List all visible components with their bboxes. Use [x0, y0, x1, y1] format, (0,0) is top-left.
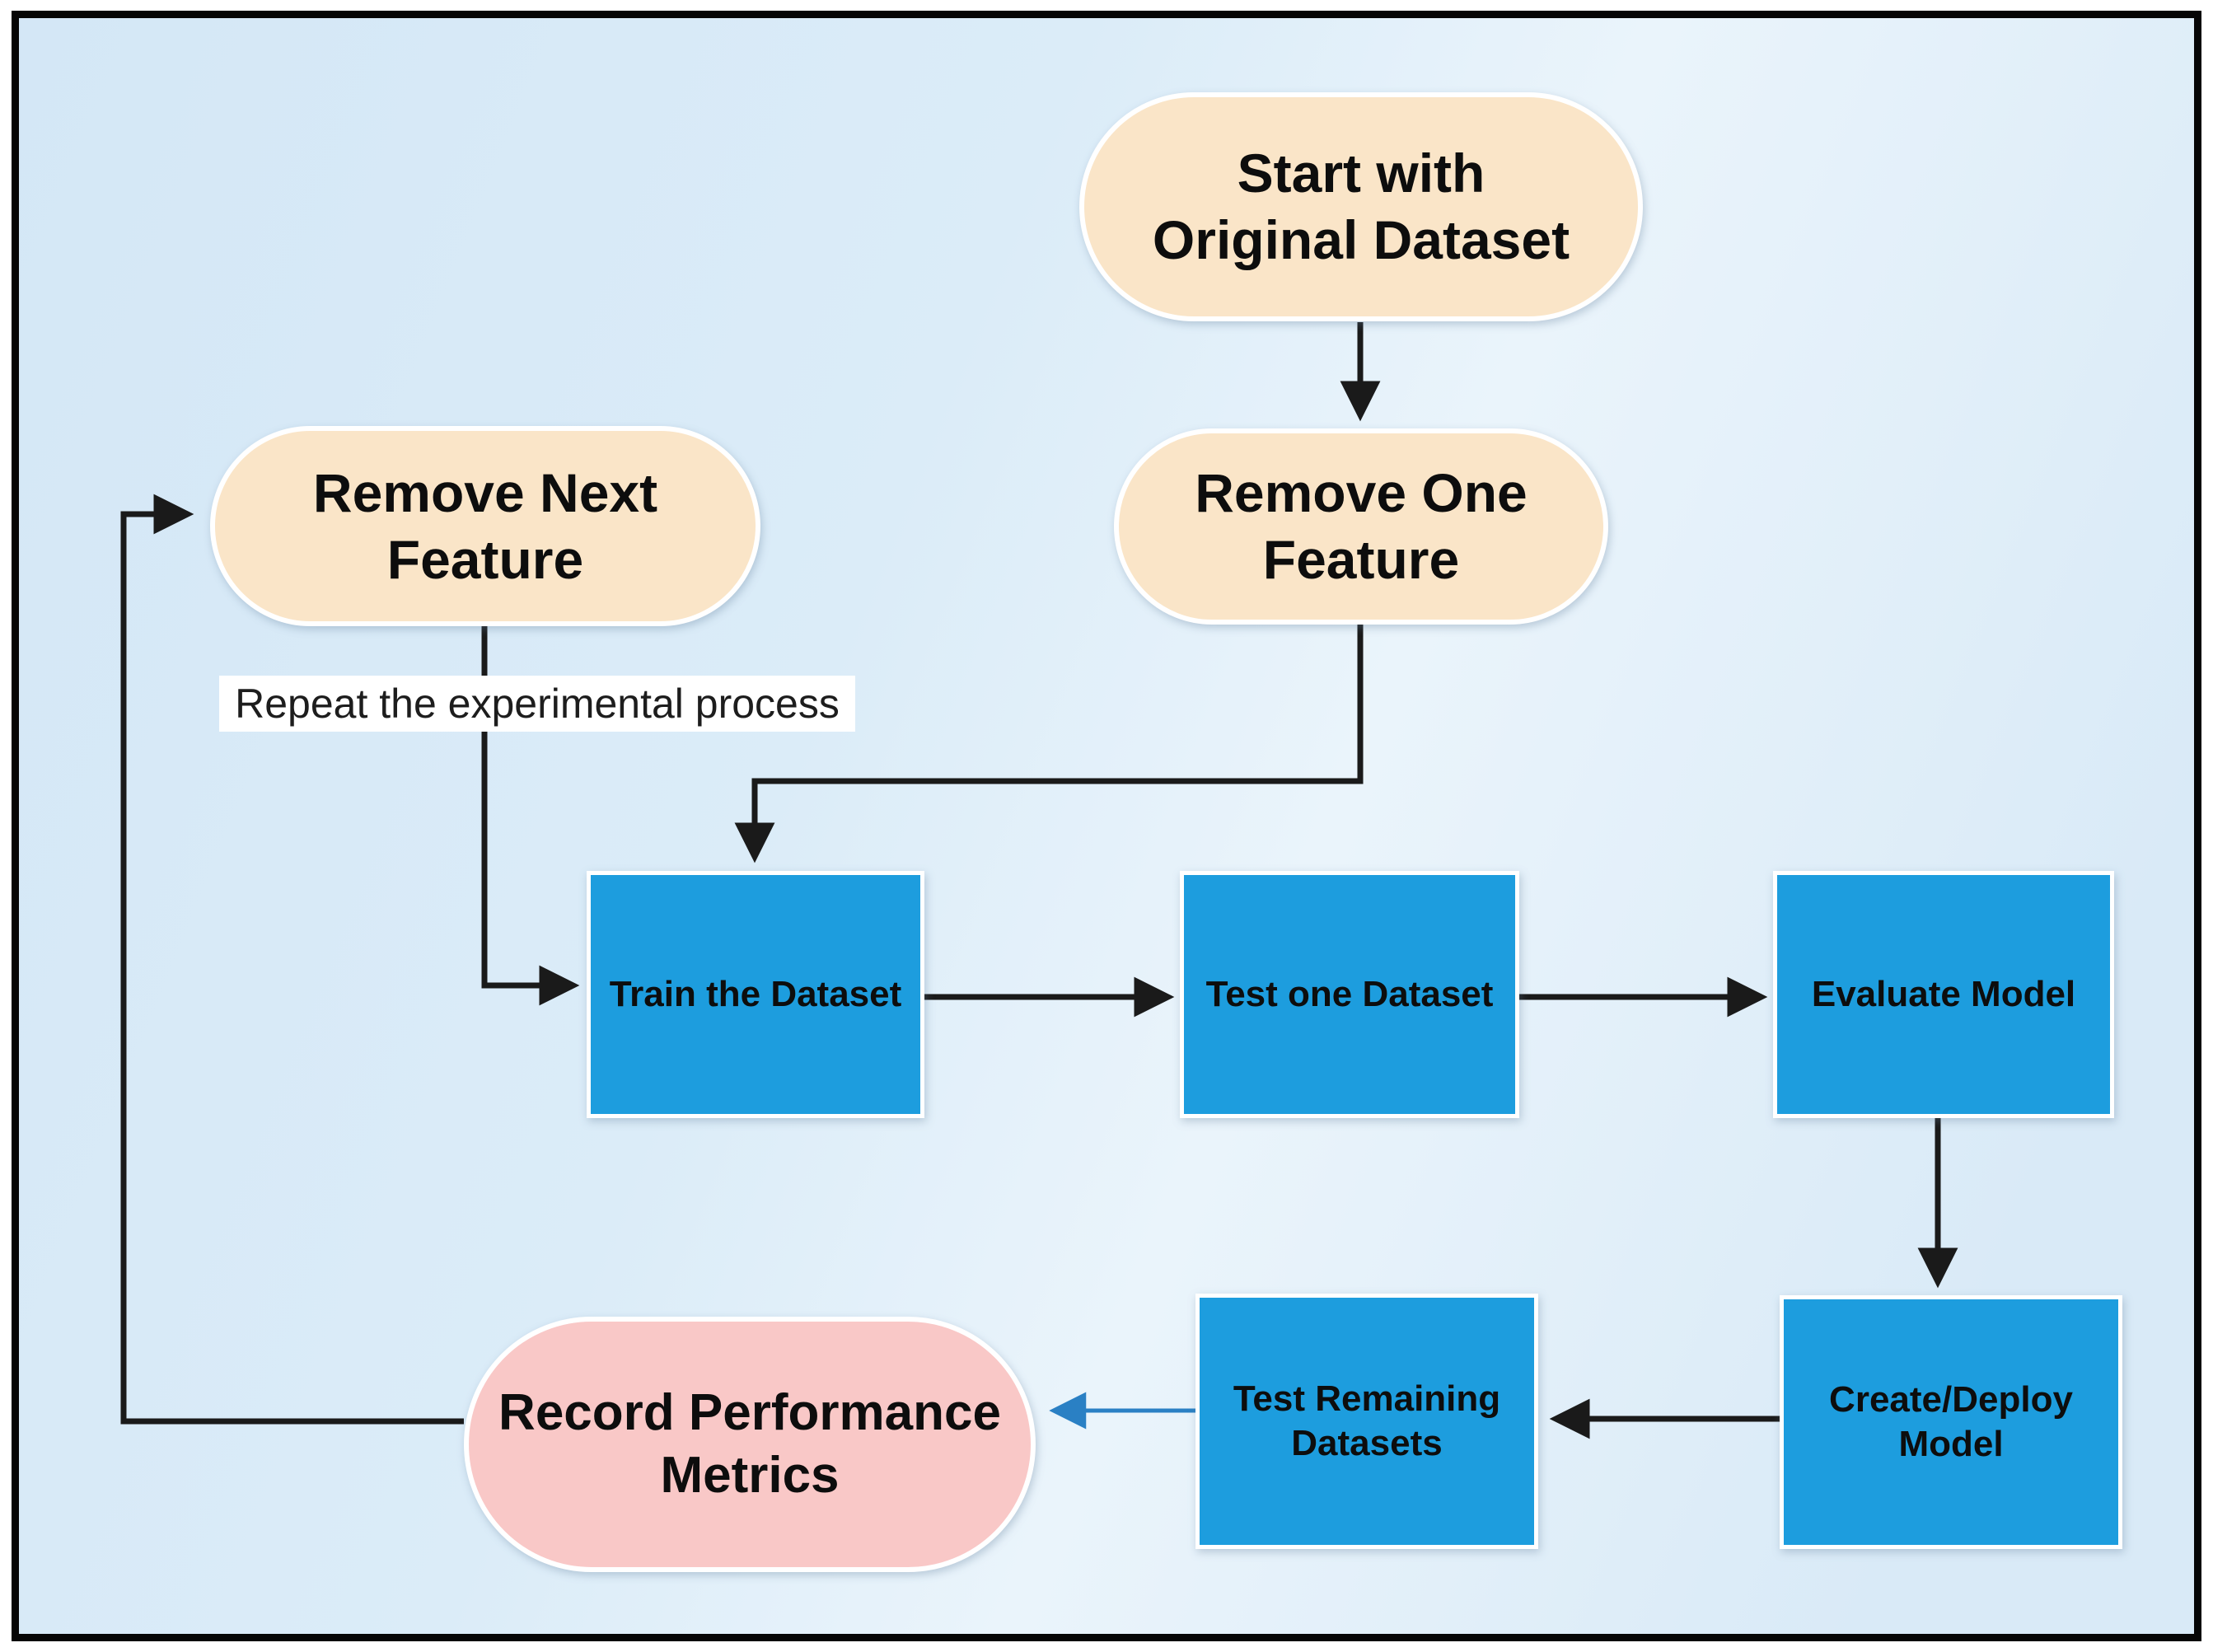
node-create-deploy: Create/Deploy Model: [1780, 1295, 2122, 1549]
node-remove-next: Remove Next Feature: [210, 426, 760, 626]
node-record: Record Performance Metrics: [464, 1317, 1036, 1572]
node-remove-one-label: Remove One Feature: [1195, 462, 1528, 590]
node-evaluate: Evaluate Model: [1773, 871, 2114, 1118]
node-remove-one: Remove One Feature: [1114, 428, 1608, 625]
node-create-deploy-label: Create/Deploy Model: [1829, 1379, 2073, 1464]
node-test-one: Test one Dataset: [1180, 871, 1519, 1118]
repeat-annotation: Repeat the experimental process: [219, 676, 855, 732]
node-start-label: Start with Original Dataset: [1152, 143, 1570, 270]
node-train: Train the Dataset: [587, 871, 924, 1118]
node-evaluate-label: Evaluate Model: [1811, 974, 2076, 1015]
node-test-remaining: Test Remaining Datasets: [1195, 1294, 1538, 1549]
node-remove-next-label: Remove Next Feature: [312, 461, 658, 590]
node-record-label: Record Performance Metrics: [498, 1384, 1001, 1504]
node-test-one-label: Test one Dataset: [1205, 974, 1494, 1015]
node-train-label: Train the Dataset: [609, 974, 902, 1015]
node-start: Start with Original Dataset: [1079, 92, 1643, 321]
node-test-remaining-label: Test Remaining Datasets: [1233, 1378, 1501, 1463]
